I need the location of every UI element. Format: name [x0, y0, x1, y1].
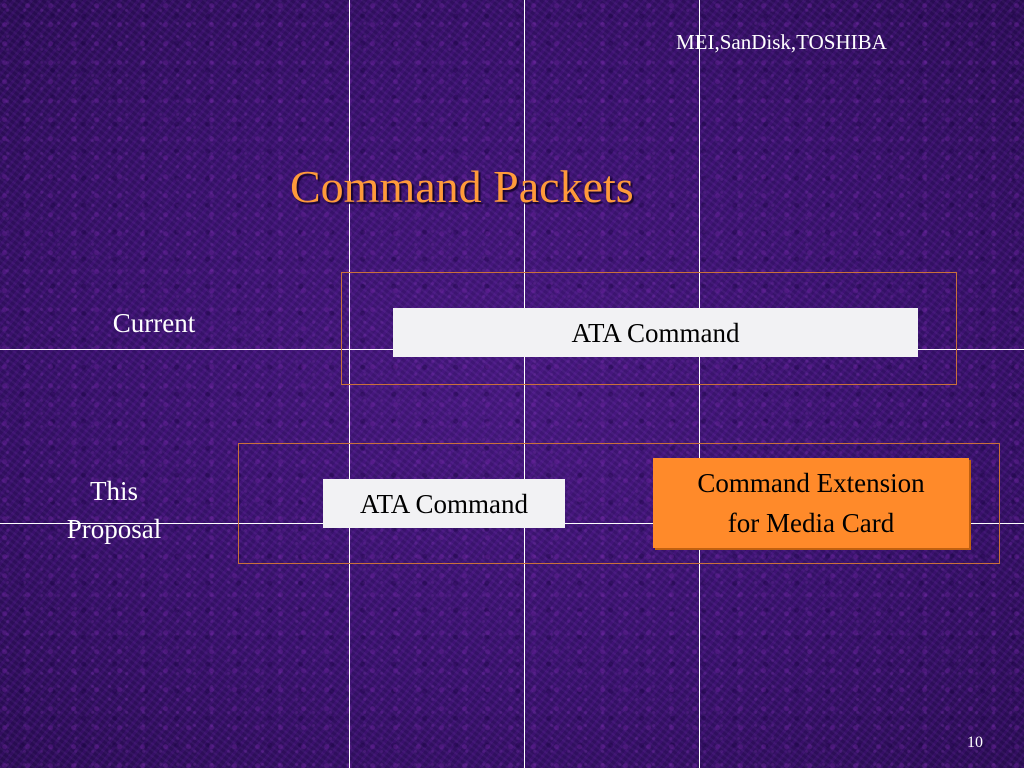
current-packet-frame: [341, 272, 957, 385]
slide-title: Command Packets: [290, 161, 634, 212]
current-ata-command-box: ATA Command: [393, 308, 918, 357]
proposal-packet-frame: [238, 443, 1000, 564]
row-label-current: Current: [112, 308, 196, 338]
vendor-credit: MEI,SanDisk,TOSHIBA: [676, 30, 887, 54]
row-label-proposal: This Proposal: [66, 476, 162, 544]
command-extension-box: Command Extension for Media Card: [653, 458, 969, 548]
page-number: 10: [967, 734, 983, 751]
proposal-ata-command-box: ATA Command: [323, 479, 565, 528]
